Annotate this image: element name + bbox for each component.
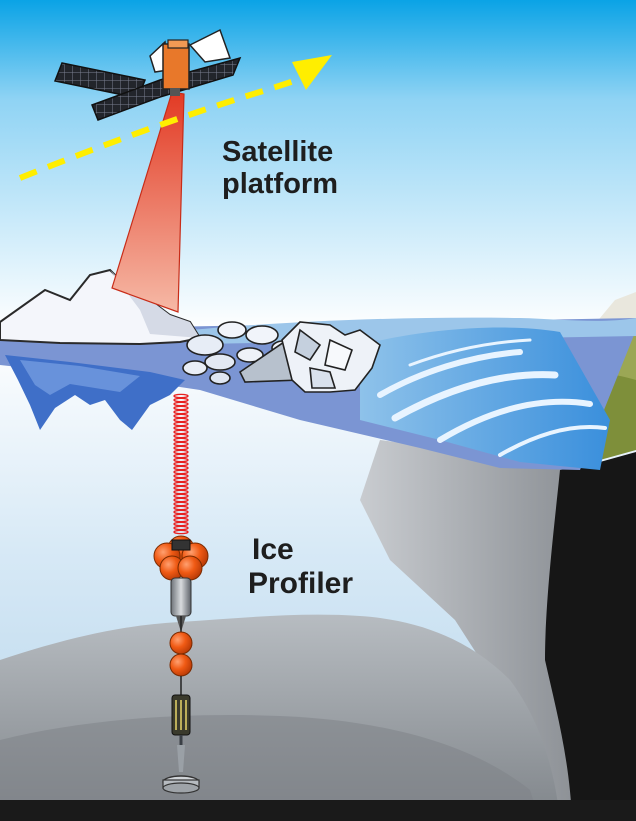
profiler-label-line2: Profiler — [248, 566, 354, 600]
signal-coil-ring — [173, 437, 189, 443]
signal-coil-ring — [173, 425, 189, 431]
signal-coil-ring — [173, 505, 189, 511]
satellite-icon — [53, 28, 242, 121]
signal-coil-ring — [173, 481, 189, 487]
profiler-label-line1: Ice — [252, 533, 294, 566]
iceberg-underwater-light — [20, 360, 140, 395]
shelf-cliff — [545, 452, 636, 821]
signal-coil-ring — [173, 401, 189, 407]
signal-coil-ring — [173, 477, 189, 483]
signal-coil-ring — [173, 473, 189, 479]
satellite-label-line2: platform — [222, 168, 338, 201]
signal-coil-ring — [173, 489, 189, 495]
signal-coil-ring — [173, 405, 189, 411]
signal-coil-ring — [173, 441, 189, 447]
ice-profiler-label: Ice Profiler — [248, 533, 353, 600]
satellite-platform-label: Satellite platform — [222, 136, 338, 201]
anchor-icon — [162, 735, 200, 794]
profiler-buoy-icon — [153, 535, 209, 736]
trajectory-arrow-icon — [18, 55, 332, 181]
signal-coil-ring — [173, 513, 189, 519]
signal-coil-ring — [173, 497, 189, 503]
pack-ice-floes — [182, 321, 381, 393]
signal-coil-ring — [173, 421, 189, 427]
signal-coil-ring — [173, 449, 189, 455]
wave-streaks — [377, 338, 607, 457]
signal-coil-ring — [173, 469, 189, 475]
signal-coil-ring — [173, 409, 189, 415]
signal-coil-icon — [173, 393, 189, 535]
signal-coil-ring — [173, 445, 189, 451]
signal-coil-ring — [173, 509, 189, 515]
signal-coil-ring — [173, 457, 189, 463]
signal-coil-ring — [173, 465, 189, 471]
signal-coil-ring — [173, 417, 189, 423]
signal-coil-ring — [173, 529, 189, 535]
signal-coil-ring — [173, 397, 189, 403]
signal-coil-ring — [173, 433, 189, 439]
signal-coil-ring — [173, 501, 189, 507]
signal-coil-ring — [173, 453, 189, 459]
signal-coil-ring — [173, 493, 189, 499]
satellite-label-line1: Satellite — [222, 136, 334, 168]
seafloor-shade — [0, 715, 540, 821]
signal-coil-ring — [173, 429, 189, 435]
signal-coil-ring — [173, 413, 189, 419]
signal-coil-ring — [173, 521, 189, 527]
ground-strip — [0, 800, 636, 821]
signal-coil-ring — [173, 525, 189, 531]
signal-coil-ring — [173, 393, 189, 399]
signal-coil-ring — [173, 485, 189, 491]
signal-coil-ring — [173, 517, 189, 523]
signal-coil-ring — [173, 461, 189, 467]
